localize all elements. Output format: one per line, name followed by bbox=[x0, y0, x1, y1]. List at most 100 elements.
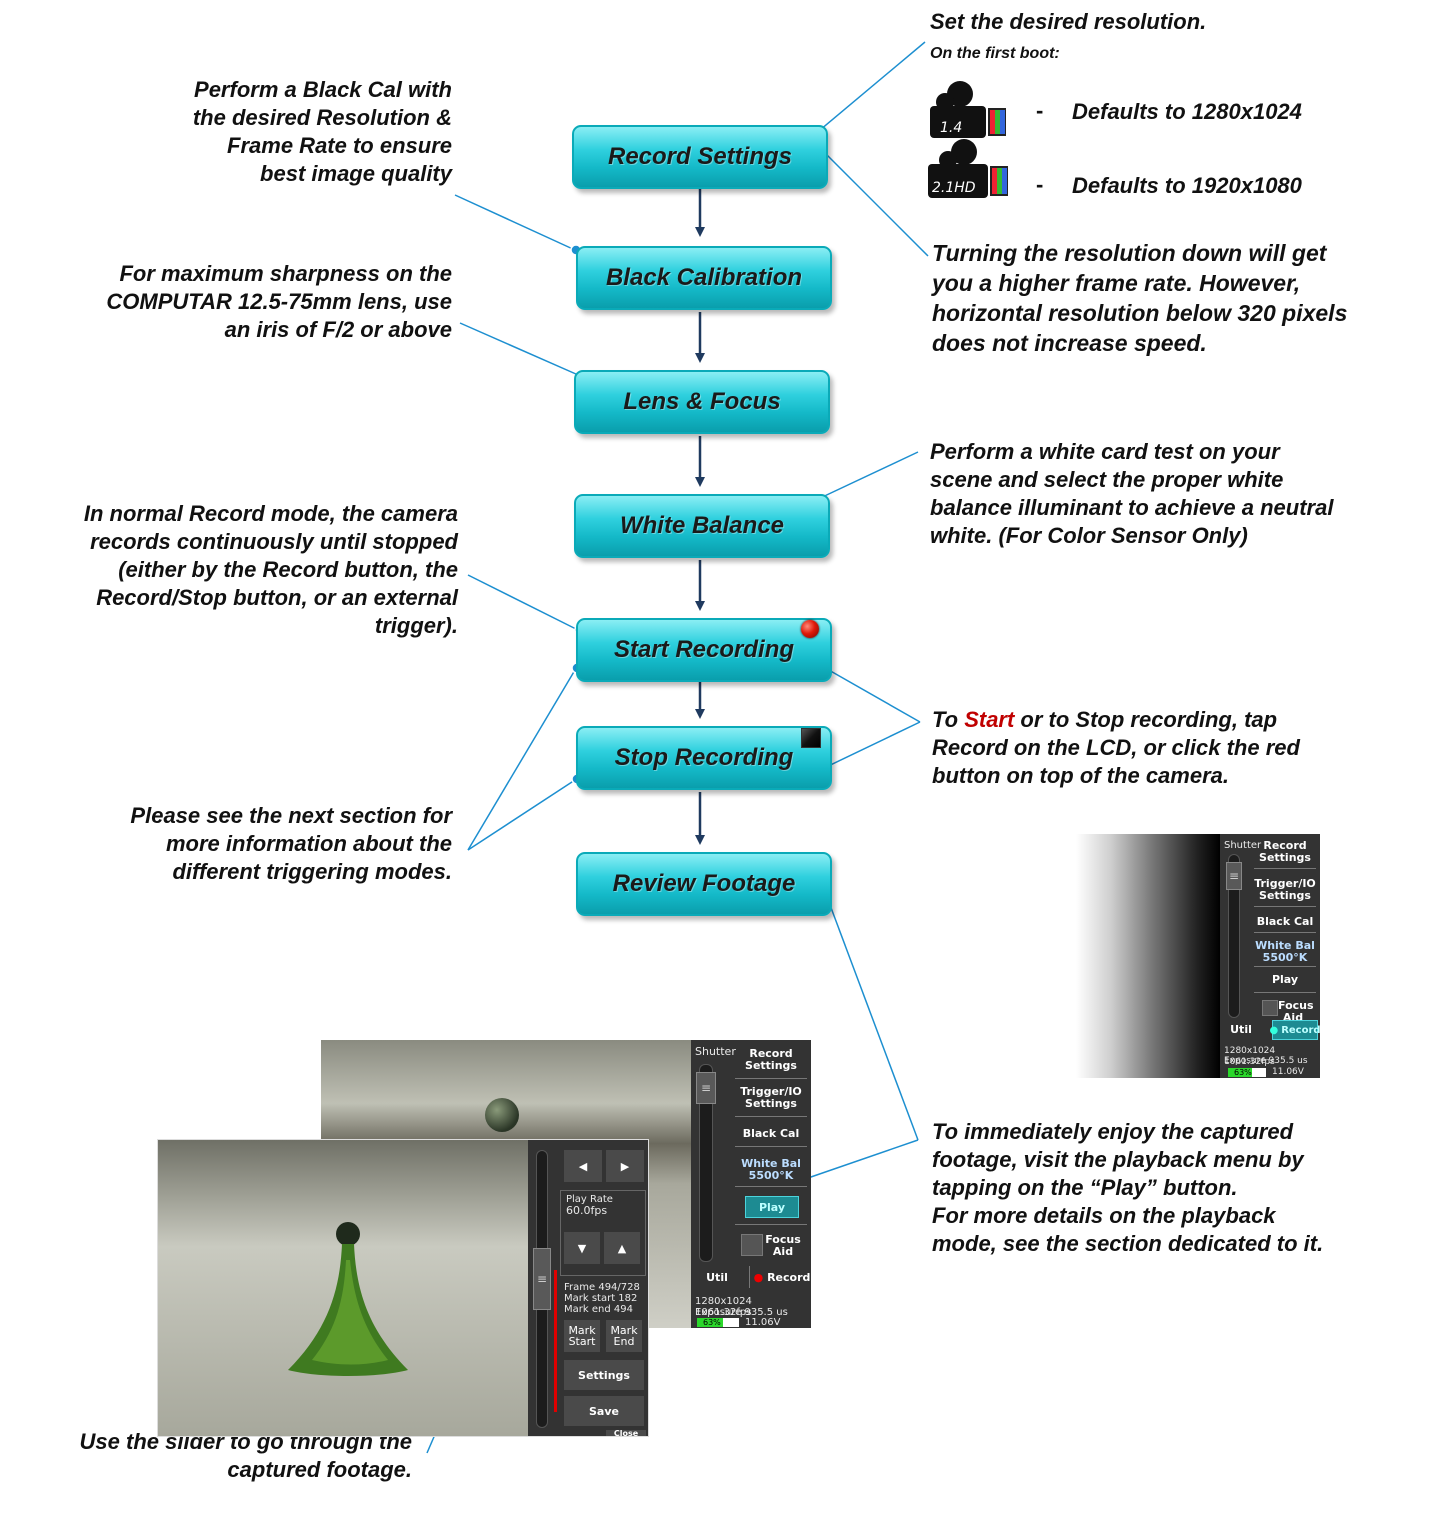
shutter-slider-thumb[interactable]: ≡ bbox=[1226, 862, 1242, 890]
step-start-recording: Start Recording bbox=[576, 618, 832, 682]
step-label: White Balance bbox=[619, 512, 785, 539]
step-stop-recording: Stop Recording bbox=[576, 726, 832, 790]
step-review-footage: Review Footage bbox=[576, 852, 832, 916]
play-button[interactable]: Play bbox=[1271, 973, 1299, 986]
camera-2-1hd-icon: 2.1HD bbox=[928, 138, 1010, 202]
menu-divider bbox=[735, 1186, 807, 1187]
note-start-stop: To Start or to Stop recording, tap Recor… bbox=[932, 707, 1300, 788]
stop-square-icon bbox=[801, 728, 821, 748]
util-button[interactable]: Util bbox=[706, 1271, 728, 1284]
note-first-boot: On the first boot: bbox=[930, 45, 1060, 62]
battery-percent: 63% bbox=[1234, 1068, 1252, 1077]
shutter-label: Shutter bbox=[695, 1045, 736, 1058]
camera-badge: 1.4 bbox=[940, 120, 962, 136]
playback-slider-thumb[interactable]: ≡ bbox=[533, 1248, 551, 1310]
step-label: Lens & Focus bbox=[623, 388, 781, 415]
step-record-settings: Record Settings bbox=[572, 125, 828, 189]
camera-1-4-icon: 1.4 bbox=[928, 80, 1010, 140]
frame-counter: Frame 494/728 bbox=[564, 1282, 640, 1293]
menu-divider bbox=[1254, 992, 1316, 993]
menu-divider bbox=[1254, 966, 1316, 967]
step-white-balance: White Balance bbox=[574, 494, 830, 558]
shutter-slider-thumb[interactable]: ≡ bbox=[696, 1072, 716, 1104]
note-set-resolution: Set the desired resolution. bbox=[930, 9, 1207, 34]
step-lens-focus: Lens & Focus bbox=[574, 370, 830, 434]
save-button[interactable]: Save bbox=[564, 1396, 644, 1426]
play-rate-box bbox=[560, 1190, 646, 1276]
camera-preview bbox=[932, 834, 1220, 1078]
start-word: Start bbox=[964, 707, 1015, 732]
settings-button[interactable]: Settings bbox=[564, 1360, 644, 1390]
shutter-track[interactable] bbox=[1228, 854, 1240, 1018]
mark-end-info: Mark end 494 bbox=[564, 1304, 633, 1315]
camera-badge: 2.1HD bbox=[932, 180, 976, 196]
util-button[interactable]: Util bbox=[1230, 1023, 1252, 1036]
focus-aid-checkbox[interactable] bbox=[741, 1234, 763, 1256]
play-button[interactable]: Play bbox=[745, 1196, 799, 1218]
battery-percent: 63% bbox=[703, 1318, 721, 1327]
play-rate-down-button[interactable]: ▼ bbox=[564, 1232, 600, 1264]
step-black-calibration: Black Calibration bbox=[576, 246, 832, 310]
menu-divider bbox=[735, 1116, 807, 1117]
splash-image bbox=[268, 1220, 428, 1400]
menu-divider bbox=[1254, 906, 1316, 907]
menu-divider bbox=[735, 1224, 807, 1225]
dash: - bbox=[1036, 98, 1044, 123]
focus-aid-checkbox[interactable] bbox=[1262, 1000, 1278, 1016]
status-exposure: Exposure 935.5 us bbox=[695, 1307, 788, 1318]
record-button[interactable]: ●Record bbox=[1269, 1020, 1320, 1040]
battery-voltage: 11.06V bbox=[745, 1317, 781, 1328]
black-cal-button[interactable]: Black Cal bbox=[1256, 915, 1314, 928]
battery-bar: 63% bbox=[1228, 1068, 1266, 1077]
battery-fill bbox=[697, 1318, 724, 1327]
next-frame-button[interactable]: ▶ bbox=[606, 1150, 644, 1182]
shutter-label: Shutter bbox=[1224, 840, 1262, 851]
shutter-track[interactable] bbox=[699, 1064, 713, 1262]
status-resolution-fps: 1280x1024 1061.32fps bbox=[695, 1296, 752, 1318]
note-default-2-1hd: Defaults to 1920x1080 bbox=[1072, 173, 1302, 198]
note-default-1-4: Defaults to 1280x1024 bbox=[1072, 99, 1302, 124]
menu-divider bbox=[1254, 868, 1316, 869]
battery-voltage: 11.06V bbox=[1272, 1067, 1304, 1077]
step-label: Review Footage bbox=[612, 870, 796, 897]
step-label: Black Calibration bbox=[605, 264, 803, 291]
black-cal-button[interactable]: Black Cal bbox=[742, 1127, 800, 1140]
step-label: Record Settings bbox=[607, 143, 793, 170]
menu-divider bbox=[749, 1266, 750, 1288]
prev-frame-button[interactable]: ◀ bbox=[564, 1150, 602, 1182]
play-rate-value: 60.0fps bbox=[566, 1204, 608, 1217]
record-button[interactable]: ● Record bbox=[753, 1271, 811, 1284]
step-label: Stop Recording bbox=[614, 744, 794, 771]
dash: - bbox=[1036, 172, 1044, 197]
battery-bar: 63% bbox=[697, 1318, 739, 1327]
droplet-image bbox=[485, 1098, 519, 1132]
menu-divider bbox=[735, 1078, 807, 1079]
play-rate-up-button[interactable]: ▲ bbox=[604, 1232, 640, 1264]
status-exposure: Exposure 935.5 us bbox=[1224, 1056, 1308, 1066]
lcd-screenshot-playback: ≡ ◀ ▶ Play Rate 60.0fps ▼ ▲ Frame 494/72… bbox=[158, 1140, 648, 1436]
battery-fill bbox=[1228, 1068, 1252, 1077]
play-rate-label: Play Rate bbox=[566, 1194, 613, 1205]
close-button[interactable]: Close bbox=[606, 1430, 646, 1436]
marked-range-bar bbox=[554, 1270, 557, 1412]
status-resolution-fps: 1280x1024 1061.32fps bbox=[1224, 1046, 1276, 1067]
menu-divider bbox=[1254, 932, 1316, 933]
